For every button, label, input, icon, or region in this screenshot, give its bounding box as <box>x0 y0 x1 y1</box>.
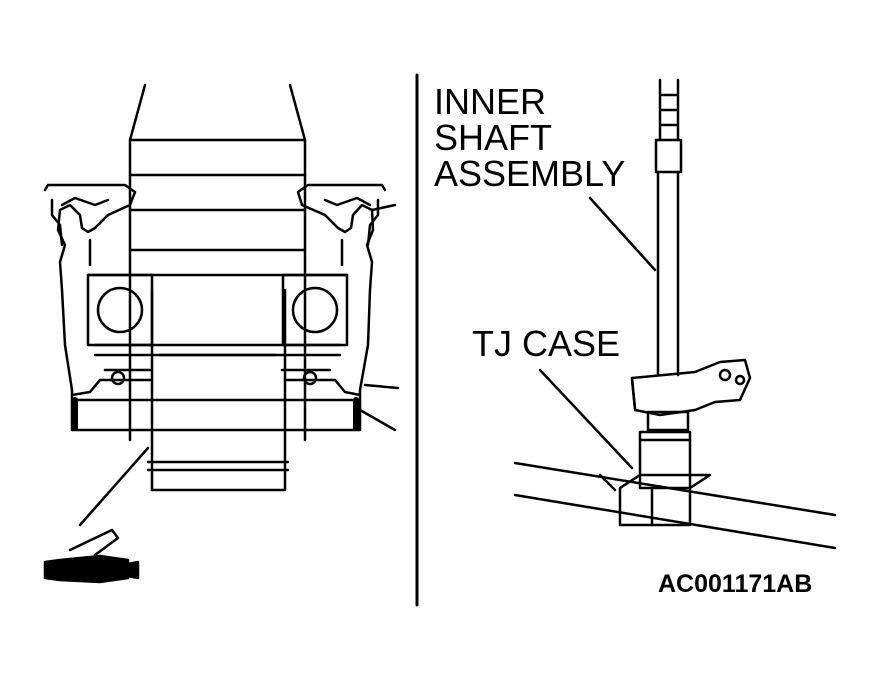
joint-cross-section <box>43 83 400 527</box>
inner-shaft-label-line3: ASSEMBLY <box>434 153 626 194</box>
grease-tube-icon <box>43 528 140 584</box>
inner-shaft-label-line2: SHAFT <box>434 117 553 158</box>
inner-shaft-label-line1: INNER <box>434 81 547 122</box>
figure-code: AC001171AB <box>658 570 813 598</box>
press-setup <box>513 78 837 550</box>
tj-case-label: TJ CASE <box>472 323 621 364</box>
inner-shaft-assembly-label: INNER SHAFT ASSEMBLY <box>434 84 625 192</box>
